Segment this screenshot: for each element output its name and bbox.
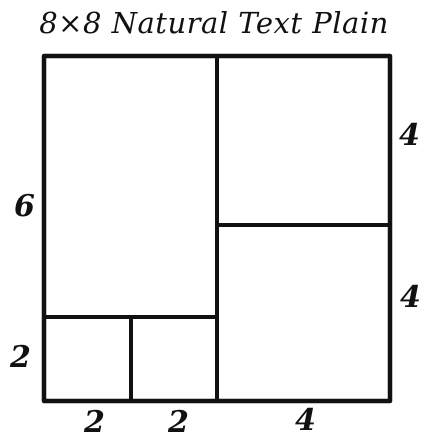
- label-right-top: 4: [399, 118, 420, 153]
- label-bottom-first: 2: [84, 405, 105, 440]
- label-left-bottom: 2: [10, 340, 31, 375]
- label-bottom-third: 4: [295, 403, 316, 438]
- label-right-bottom: 4: [400, 280, 421, 315]
- label-bottom-second: 2: [168, 405, 189, 440]
- label-left-top: 6: [14, 189, 35, 224]
- diagram-title: 8×8 Natural Text Plain: [39, 6, 389, 40]
